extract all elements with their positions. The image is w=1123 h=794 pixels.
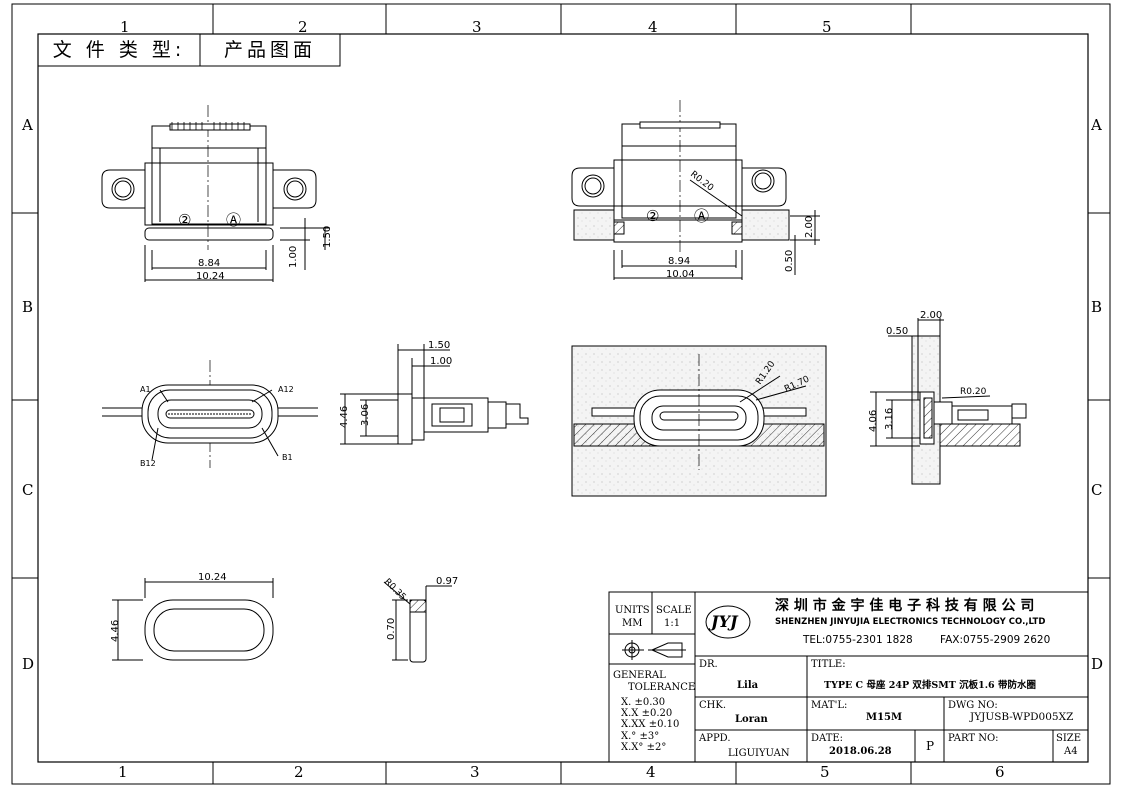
doc-type-box xyxy=(37,33,341,67)
dim-front-h1: 1.00 xyxy=(288,246,299,268)
side-pcb-view xyxy=(870,318,1027,485)
title-value: TYPE C 母座 24P 双排SMT 沉板1.6 带防水圈 xyxy=(824,680,1036,691)
bottom-col-5: 5 xyxy=(820,763,830,781)
bottom-col-4: 4 xyxy=(646,763,656,781)
dim-section-h: 0.70 xyxy=(386,618,397,640)
tolerance-line-2: X.X ±0.20 xyxy=(621,708,673,719)
top-a12: A12 xyxy=(278,385,294,394)
row-label-b-right: B xyxy=(1091,300,1103,315)
chk-value: Loran xyxy=(735,714,768,725)
top-a1: A1 xyxy=(140,385,151,394)
top-b12: B12 xyxy=(140,459,156,468)
col-label-5: 5 xyxy=(822,20,832,34)
units-label: UNITS xyxy=(615,605,650,616)
dim-front-inner: 8.84 xyxy=(198,258,220,269)
dim-front-h2: 1.50 xyxy=(322,226,333,248)
col-label-4: 4 xyxy=(648,20,658,34)
dim-gasket-h: 4.46 xyxy=(110,620,121,642)
sidepcb-radius: R0.20 xyxy=(960,387,987,397)
doc-type-value: 产品图面 xyxy=(223,39,316,61)
bottom-col-6: 6 xyxy=(995,763,1005,781)
dim-sidepcb-h2: 3.16 xyxy=(884,408,895,430)
inner-frame xyxy=(37,33,1089,763)
row-label-d-right: D xyxy=(1091,657,1103,672)
row-label-b: B xyxy=(22,298,34,316)
pcb-pin-2-label: ② xyxy=(646,207,659,225)
top-b1: B1 xyxy=(282,453,293,462)
tolerance-label-2: TOLERANCE xyxy=(628,682,696,693)
row-label-c-right: C xyxy=(1091,483,1103,498)
company-tel: TEL:0755-2301 1828 xyxy=(803,634,913,646)
p-value: P xyxy=(926,739,935,753)
tolerance-label-1: GENERAL xyxy=(613,670,666,681)
size-label: SIZE xyxy=(1056,733,1082,744)
scale-value: 1:1 xyxy=(664,618,681,629)
appd-label: APPD. xyxy=(699,733,731,744)
doc-type-label: 文 件 类 型: xyxy=(52,39,186,61)
top-view xyxy=(102,360,318,468)
chk-label: CHK. xyxy=(699,700,727,711)
col-label-3: 3 xyxy=(472,20,482,34)
row-label-c: C xyxy=(22,481,34,499)
dr-label: DR. xyxy=(699,659,718,670)
col-label-1: 1 xyxy=(120,20,130,34)
size-value: A4 xyxy=(1064,746,1078,757)
dim-sidepcb-h1: 4.06 xyxy=(868,410,879,432)
dim-pcb-h1: 0.50 xyxy=(784,250,795,272)
dim-section-w: 0.97 xyxy=(436,576,458,587)
company-name-en: SHENZHEN JINYUJIA ELECTRONICS TECHNOLOGY… xyxy=(775,617,1046,627)
pcb-pin-a-label: Ⓐ xyxy=(694,207,709,225)
appd-value: LIGUIYUAN xyxy=(728,748,790,759)
company-logo: JYJ xyxy=(711,612,738,631)
units-value: MM xyxy=(622,618,643,629)
title-label: TITLE: xyxy=(811,659,846,670)
tolerance-line-4: X.° ±3° xyxy=(621,731,660,742)
gasket-view xyxy=(112,578,274,661)
dim-front-outer: 10.24 xyxy=(196,271,225,282)
gasket-section-radius: R0.35 xyxy=(382,577,408,603)
date-value: 2018.06.28 xyxy=(829,746,892,757)
dim-sidepcb-top2: 0.50 xyxy=(886,326,908,337)
row-label-d: D xyxy=(22,655,35,673)
dim-pcb-outer: 10.04 xyxy=(666,269,695,280)
dim-side-h1: 4.46 xyxy=(339,406,350,428)
side-view xyxy=(340,344,529,445)
front-pcb-view xyxy=(571,100,820,280)
front-view xyxy=(101,105,330,282)
date-label: DATE: xyxy=(811,733,844,744)
title-block xyxy=(608,591,1089,763)
bottom-col-2: 2 xyxy=(294,763,304,781)
tolerance-line-3: X.XX ±0.10 xyxy=(621,719,680,730)
company-name-cn: 深 圳 市 金 宇 佳 电 子 科 技 有 限 公 司 xyxy=(775,598,1035,614)
dim-side-top2: 1.00 xyxy=(430,356,452,367)
company-fax: FAX:0755-2909 2620 xyxy=(940,634,1051,646)
dim-side-top1: 1.50 xyxy=(428,340,450,351)
dwg-label: DWG NO: xyxy=(948,700,998,711)
matl-value: M15M xyxy=(866,712,903,723)
dim-pcb-inner: 8.94 xyxy=(668,256,690,267)
dim-pcb-h2: 2.00 xyxy=(804,216,815,238)
bottom-col-1: 1 xyxy=(118,763,128,781)
bottom-col-3: 3 xyxy=(470,763,480,781)
gasket-section-view xyxy=(383,581,452,663)
row-label-a: A xyxy=(22,116,33,134)
doc-type: 文 件 类 型: 产品图面 xyxy=(38,34,340,66)
col-label-2: 2 xyxy=(298,20,308,34)
dim-gasket-w: 10.24 xyxy=(198,572,227,583)
pin-a-label: Ⓐ xyxy=(226,211,241,229)
dim-side-h2: 3.06 xyxy=(360,404,371,426)
cutout-view xyxy=(571,345,827,497)
dim-sidepcb-top1: 2.00 xyxy=(920,310,942,321)
matl-label: MAT'L: xyxy=(811,700,848,711)
dwg-value: JYJUSB-WPD005XZ xyxy=(970,711,1074,723)
scale-label: SCALE xyxy=(656,605,692,616)
tolerance-line-5: X.X° ±2° xyxy=(621,742,667,753)
part-label: PART NO: xyxy=(948,733,999,744)
pin-2-label: ② xyxy=(178,211,191,229)
tolerance-line-1: X. ±0.30 xyxy=(621,697,666,708)
row-label-a-right: A xyxy=(1091,118,1102,133)
zone-ticks xyxy=(12,4,1110,784)
dr-value: Lila xyxy=(737,680,759,691)
